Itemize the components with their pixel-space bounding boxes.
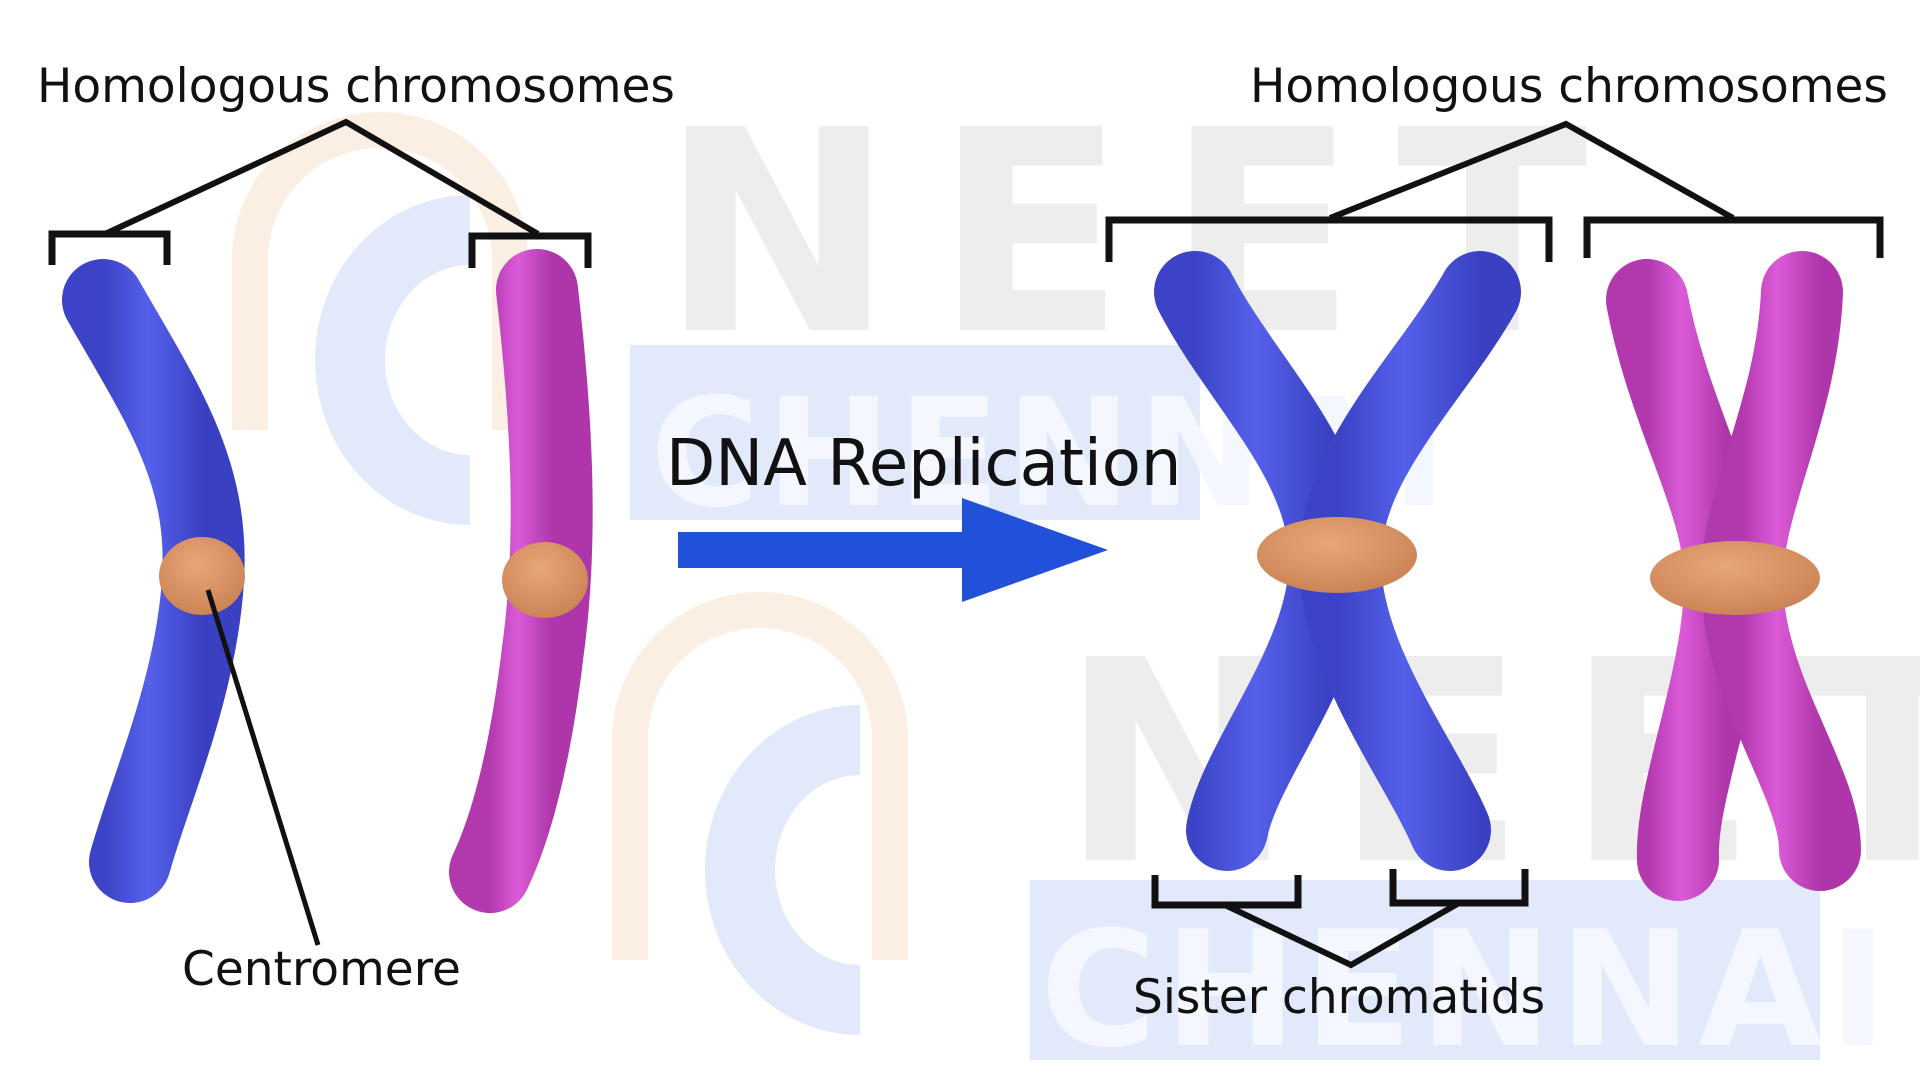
blue-chromosome-centromere bbox=[159, 537, 245, 615]
left-homologous-bracket-lines bbox=[103, 118, 540, 237]
centromere-pointer-line bbox=[205, 589, 321, 946]
dna-replication-step: DNA Replication bbox=[666, 427, 1181, 602]
dna-replication-label: DNA Replication bbox=[666, 427, 1181, 501]
left-homologous-pair: Homologous chromosomes Centromere bbox=[37, 59, 675, 997]
watermark-logo-c-top bbox=[315, 195, 472, 525]
watermark-text-chennai-bottom: CHENNAI bbox=[1040, 896, 1894, 1080]
right-homologous-bracket-lines bbox=[1328, 120, 1735, 221]
left-bracket-pink bbox=[468, 232, 592, 268]
sister-chromatids-bracket-lines bbox=[1223, 900, 1461, 969]
pink-chromosome-centromere bbox=[502, 542, 588, 618]
sister-chromatids-label: Sister chromatids bbox=[1133, 970, 1545, 1025]
left-bracket-blue bbox=[48, 230, 171, 265]
blue-replicated-centromere bbox=[1257, 517, 1417, 593]
pink-chromosome bbox=[449, 249, 593, 913]
pink-replicated-centromere bbox=[1650, 541, 1820, 615]
replication-arrow bbox=[678, 498, 1108, 602]
right-bracket-blue bbox=[1105, 216, 1553, 262]
watermark-logo-c-bottom bbox=[705, 705, 862, 1035]
right-bracket-pink bbox=[1583, 216, 1884, 258]
right-homologous-label: Homologous chromosomes bbox=[1250, 59, 1888, 114]
watermark-band-bottom bbox=[1030, 880, 1820, 1060]
centromere-label: Centromere bbox=[182, 942, 461, 997]
left-homologous-label: Homologous chromosomes bbox=[37, 59, 675, 114]
watermark-band-top bbox=[630, 345, 1200, 520]
right-homologous-pair: Homologous chromosomes Sister chromatids bbox=[1105, 59, 1888, 1025]
watermark-logo-arch-bottom bbox=[612, 592, 908, 960]
watermark-logo-arch-top bbox=[232, 112, 528, 430]
